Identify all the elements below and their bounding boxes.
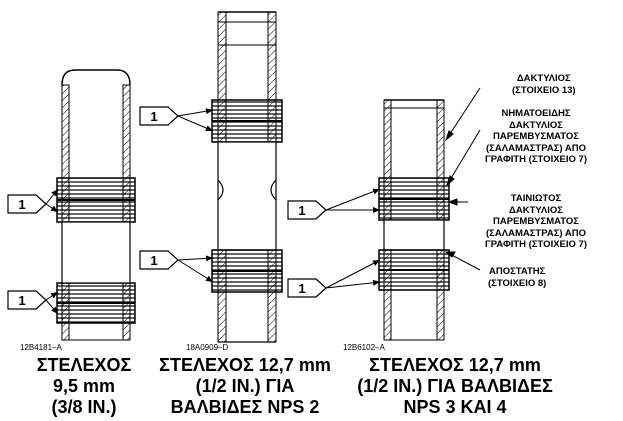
stem-9-5mm — [56, 69, 136, 341]
callout-tag: 1 — [7, 290, 59, 315]
callout-number: 1 — [150, 109, 157, 124]
callout-tags: 1 1 1 1 1 1 — [7, 106, 381, 315]
callout-tag: 1 — [287, 188, 381, 220]
callout-tag: 1 — [139, 106, 214, 132]
callout-number: 1 — [150, 253, 157, 268]
figure-id: 18A0909–D — [186, 343, 229, 352]
callout-tag: 1 — [139, 250, 214, 283]
spacer — [217, 141, 277, 251]
stem-12-7mm-nps3-4 — [378, 99, 450, 341]
callout-tag: 1 — [287, 259, 381, 298]
callout-number: 1 — [18, 197, 25, 212]
figure-id: 12B6102–A — [343, 343, 385, 352]
figure-id: 12B4181–A — [20, 343, 62, 352]
stem-12-7mm-nps2 — [211, 11, 283, 343]
label-leaders — [444, 87, 481, 271]
label-spacer: ΑΠΟΣΤΑΤΗΣ(ΣΤΟΙΧΕΙΟ 8) — [488, 266, 547, 289]
spacer — [61, 221, 131, 284]
callout-number: 1 — [18, 293, 25, 308]
callout-number: 1 — [298, 281, 305, 296]
spacer — [383, 219, 445, 251]
stem-top-cap — [61, 69, 131, 86]
callout-tag: 1 — [7, 188, 59, 214]
label-ring-item13: ΔΑΚΤΥΛΙΟΣ(ΣΤΟΙΧΕΙΟ 13) — [512, 73, 576, 96]
callout-number: 1 — [298, 203, 305, 218]
